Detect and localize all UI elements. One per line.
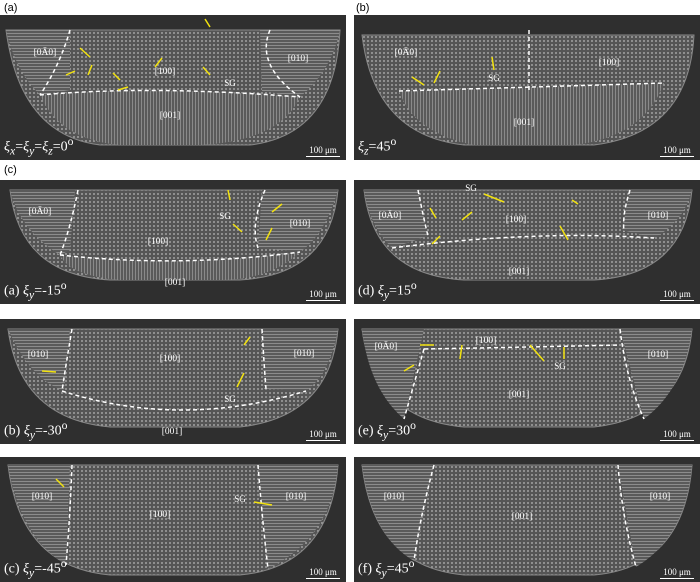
melt-pool-drawing bbox=[361, 464, 693, 576]
label-sg: SG bbox=[224, 394, 236, 404]
micrograph-top-b: [0Ā0] [100] [001] SG ξz=45o 100 μm bbox=[354, 15, 700, 160]
micrograph-c-c: [010] [100] [010] SG (c) ξy=-45o 100 μm bbox=[0, 457, 346, 582]
caption: (c) ξy=-45o bbox=[4, 556, 67, 579]
micrograph-c-a: [0Ā0] [100] [010] [001] SG (a) ξy=-15o 1… bbox=[0, 180, 346, 304]
label-sg: SG bbox=[488, 73, 500, 83]
label-010-right: [010] bbox=[293, 349, 315, 359]
header-b: (b) bbox=[356, 2, 370, 14]
melt-pool-drawing bbox=[9, 189, 339, 281]
scale-bar: 100 μm bbox=[660, 289, 694, 301]
micrograph-c-f: [010] [001] [010] (f) ξy=45o 100 μm bbox=[354, 457, 700, 582]
scale-bar: 100 μm bbox=[660, 429, 694, 441]
scale-bar: 100 μm bbox=[660, 567, 694, 579]
label-001: [001] bbox=[508, 267, 530, 277]
label-010-left: [010] bbox=[31, 492, 53, 502]
label-010: [010] bbox=[289, 219, 311, 229]
melt-pool-drawing bbox=[7, 328, 339, 428]
melt-pool-drawing bbox=[5, 18, 341, 146]
caption: (a) ξy=-15o bbox=[4, 278, 67, 301]
label-010-bar: [0Ā0] bbox=[378, 211, 402, 221]
micrograph-c-e: [0Ā0] [100] [010] [001] SG (e) ξy=30o 10… bbox=[354, 319, 700, 444]
caption: ξz=45o bbox=[358, 134, 397, 157]
label-001: [001] bbox=[508, 390, 530, 400]
scale-bar: 100 μm bbox=[306, 429, 340, 441]
label-001: [001] bbox=[511, 512, 533, 522]
label-100: [100] bbox=[159, 354, 181, 364]
scale-bar: 100 μm bbox=[306, 567, 340, 579]
label-010-bar: [0Ā0] bbox=[394, 48, 418, 58]
label-010: [010] bbox=[647, 211, 669, 221]
label-010: [010] bbox=[647, 350, 669, 360]
caption: (f) ξy=45o bbox=[358, 556, 415, 579]
label-100: [100] bbox=[154, 67, 176, 77]
label-100: [100] bbox=[147, 237, 169, 247]
melt-pool-drawing bbox=[361, 328, 693, 428]
scale-bar: 100 μm bbox=[306, 145, 340, 157]
scale-bar: 100 μm bbox=[306, 289, 340, 301]
label-100: [100] bbox=[149, 510, 171, 520]
caption: (e) ξy=30o bbox=[358, 418, 416, 441]
header-c: (c) bbox=[4, 164, 17, 176]
label-010-right: [010] bbox=[285, 492, 307, 502]
micrograph-c-d: [0Ā0] [100] [010] [001] SG (d) ξy=15o 10… bbox=[354, 180, 700, 304]
label-sg: SG bbox=[554, 361, 566, 371]
label-010-left: [010] bbox=[27, 350, 49, 360]
label-010-bar: [0Ā0] bbox=[28, 207, 52, 217]
label-001: [001] bbox=[161, 427, 183, 437]
caption: ξx=ξy=ξz=0o bbox=[4, 134, 74, 157]
melt-pool-drawing bbox=[7, 464, 339, 576]
label-sg: SG bbox=[224, 78, 236, 88]
label-100: [100] bbox=[505, 215, 527, 225]
label-001: [001] bbox=[513, 118, 535, 128]
label-010-bar: [0Ā0] bbox=[374, 342, 398, 352]
label-sg: SG bbox=[219, 211, 231, 221]
label-001: [001] bbox=[164, 278, 186, 288]
micrograph-c-b: [010] [100] [010] [001] SG (b) ξy=-30o 1… bbox=[0, 319, 346, 444]
caption: (b) ξy=-30o bbox=[4, 418, 68, 441]
label-010: [010] bbox=[287, 54, 309, 64]
melt-pool-drawing bbox=[363, 189, 693, 281]
label-100: [100] bbox=[598, 58, 620, 68]
label-sg: SG bbox=[234, 494, 246, 504]
label-010-bar: [0Ā0] bbox=[33, 48, 57, 58]
micrograph-top-a: [0Ā0] [100] [010] [001] SG ξx=ξy=ξz=0o 1… bbox=[0, 15, 346, 160]
scale-bar: 100 μm bbox=[660, 145, 694, 157]
label-sg: SG bbox=[465, 183, 477, 193]
header-a: (a) bbox=[4, 2, 18, 14]
label-001: [001] bbox=[159, 111, 181, 121]
label-100: [100] bbox=[475, 336, 497, 346]
label-010-left: [010] bbox=[383, 492, 405, 502]
label-010-right: [010] bbox=[649, 492, 671, 502]
caption: (d) ξy=15o bbox=[358, 278, 417, 301]
melt-pool-drawing bbox=[361, 30, 695, 146]
